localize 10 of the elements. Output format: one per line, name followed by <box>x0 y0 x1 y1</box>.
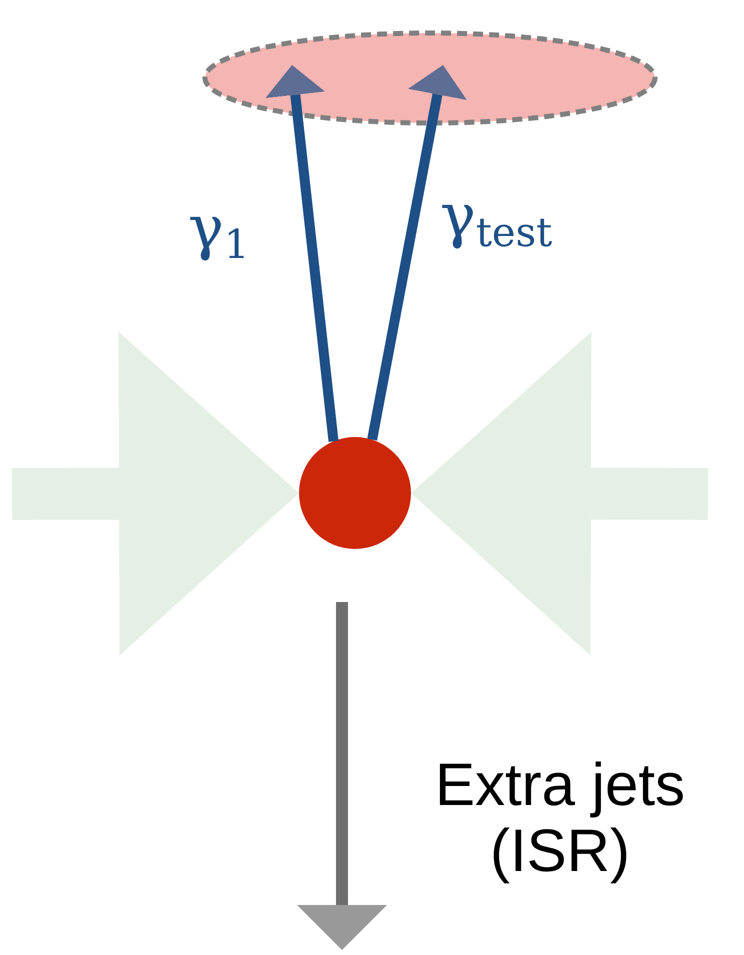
beam-arrow <box>12 332 299 656</box>
edge-label: γ$_{1}$ <box>188 198 250 265</box>
arrow <box>297 602 387 950</box>
target-ellipse <box>202 30 658 126</box>
arrow <box>367 65 467 441</box>
arrow <box>265 65 338 442</box>
collision-point <box>299 437 411 549</box>
edge-label: Extra jets (ISR) <box>434 752 686 884</box>
beam-arrow <box>411 332 708 656</box>
edge-label: γ$_{test}$ <box>440 186 552 253</box>
